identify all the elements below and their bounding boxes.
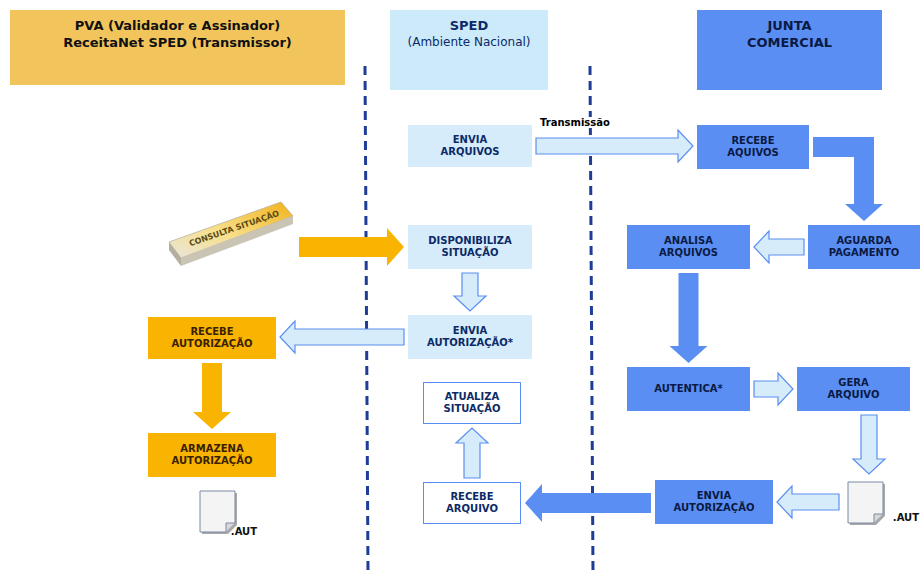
header-text: SPED [450,18,489,35]
file-icon: .AUT [195,487,257,542]
process-box: GERA ARQUIVO [797,367,910,411]
node-label: DISPONIBILIZA SITUAÇÃO [428,235,512,260]
node-label: .AUT [893,512,919,529]
process-box: ANALISA ARQUIVOS [627,225,750,269]
block-arrow [777,486,839,518]
header-text: JUNTA COMERCIAL [730,18,850,52]
edge-label: Transmissão [538,117,612,128]
node-label: RECEBE AQUIVOS [727,135,778,160]
block-arrow [525,484,651,522]
node-label: RECEBE ARQUIVO [446,491,498,516]
node-label: ANALISA ARQUIVOS [659,235,718,260]
process-box: DISPONIBILIZA SITUAÇÃO [408,225,532,269]
node-label: ENVIA AUTORIZAÇÃO* [427,325,513,350]
node-label: RECEBE AUTORIZAÇÃO [172,326,253,351]
process-box: AUTENTICA* [627,367,750,411]
column-header: PVA (Validador e Assinador)ReceitaNet SP… [10,10,345,85]
header-text: PVA (Validador e Assinador) [75,18,280,35]
header-text: ReceitaNet SPED (Transmissor) [63,35,292,52]
column-header: JUNTA COMERCIAL [697,10,882,90]
file-icon: .AUT [843,478,919,528]
block-arrow [299,228,404,266]
ticket-edge [169,242,181,266]
block-arrow [456,428,488,478]
process-box: AGUARDA PAGAMENTO [808,225,920,269]
node-label: .AUT [231,526,257,543]
node-label: ATUALIZA SITUAÇÃO [444,391,501,416]
node-label: ENVIA AUTORIZAÇÃO [674,490,755,515]
block-arrow [193,363,231,429]
block-arrow [853,415,885,474]
block-arrow [670,273,708,363]
node-label: GERA ARQUIVO [828,377,880,402]
block-arrow [813,137,883,221]
block-arrow [754,373,793,405]
node-label: AUTENTICA* [654,383,722,396]
process-box: ENVIA ARQUIVOS [408,125,532,167]
process-box: RECEBE ARQUIVO [423,482,521,524]
header-text: (Ambiente Nacional) [408,35,531,51]
process-box: ENVIA AUTORIZAÇÃO* [408,315,532,359]
dashed-divider [365,66,368,572]
block-arrow [280,321,404,353]
column-header: SPED(Ambiente Nacional) [390,10,548,90]
node-label: ARMAZENA AUTORIZAÇÃO [172,443,253,468]
block-arrow [454,273,486,311]
process-box: ENVIA AUTORIZAÇÃO [655,480,773,524]
block-arrow [754,231,804,263]
node-label: AGUARDA PAGAMENTO [829,235,900,260]
query-icon: CONSULTA SITUAÇÃO [165,192,295,270]
block-arrow [536,130,693,162]
process-box: RECEBE AUTORIZAÇÃO [148,317,276,359]
process-box: RECEBE AQUIVOS [697,125,809,169]
node-label: ENVIA ARQUIVOS [440,134,499,159]
process-box: ATUALIZA SITUAÇÃO [423,382,521,424]
process-box: ARMAZENA AUTORIZAÇÃO [148,433,276,477]
